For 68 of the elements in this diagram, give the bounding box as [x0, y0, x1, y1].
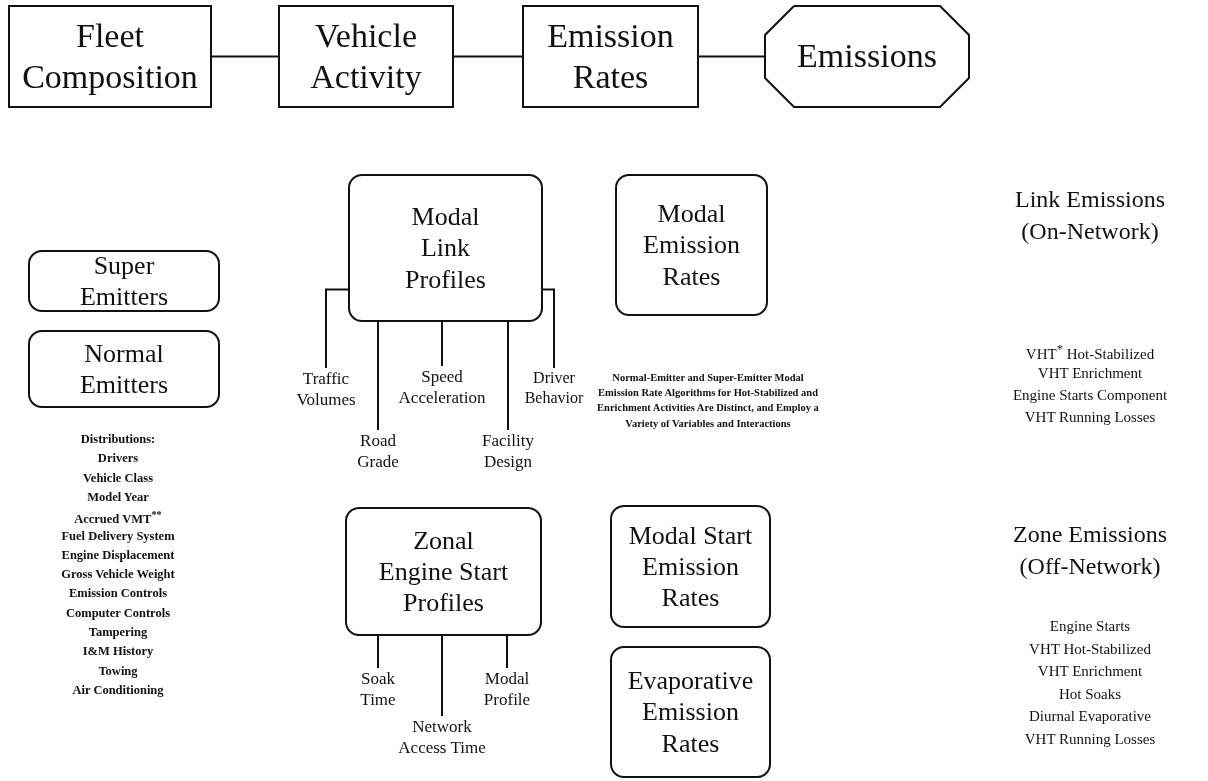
rounded-box: [345, 507, 542, 636]
section-heading: Link Emissions (On-Network): [1014, 185, 1166, 247]
list-item: Gross Vehicle Weight: [61, 567, 175, 583]
process-box: [278, 5, 454, 108]
box-text: Modal Link Profiles: [404, 201, 487, 295]
list-item: Air Conditioning: [72, 682, 164, 698]
list-item: Towing: [98, 663, 138, 679]
connector-line: [441, 635, 443, 717]
rounded-box: [610, 505, 771, 628]
list-item: Engine Starts Component: [1012, 386, 1168, 404]
list-item: Model Year: [87, 489, 149, 505]
factor-label: Network Access Time: [397, 716, 487, 759]
process-box: [522, 5, 699, 108]
factor-label: Speed Acceleration: [397, 366, 487, 409]
list-item: VHT Hot-Stabilized: [1029, 639, 1151, 658]
box-text: Modal Emission Rates: [642, 198, 741, 292]
factor-label: Facility Design: [481, 430, 535, 473]
factor-label: Road Grade: [356, 430, 400, 473]
connector-line: [453, 55, 523, 58]
rounded-box: [28, 330, 220, 408]
connector-line: [441, 321, 443, 367]
list-item: Diurnal Evaporative: [1029, 707, 1151, 725]
box-text: Normal Emitters: [78, 337, 170, 401]
note-text: Normal-Emitter and Super-Emitter Modal Emission Rate Algorithms for Hot-Stabilized and Enrichment Activities Are Distinct, and Employ a Variety of Variables and Interactions: [596, 371, 820, 431]
list-item: Fuel Delivery System: [61, 528, 175, 544]
list-item: Tampering: [88, 625, 148, 640]
box-text: Emissions: [797, 36, 937, 77]
connector-line: [377, 635, 379, 669]
factor-label: Modal Profile: [482, 668, 532, 711]
list-item: Hot Soaks: [1058, 684, 1122, 703]
list-item: Engine Starts: [1049, 617, 1131, 635]
box-text: Super Emitters: [78, 249, 170, 313]
factor-label: Traffic Volumes: [295, 368, 357, 411]
rounded-box: [615, 174, 768, 316]
rounded-box: [348, 174, 543, 322]
box-text: Fleet Composition: [21, 15, 199, 97]
list-item: Computer Controls: [65, 605, 171, 621]
list-item: I&M History: [82, 644, 154, 660]
list-item: VHT Running Losses: [1024, 408, 1156, 426]
section-heading: Zone Emissions (Off-Network): [1012, 520, 1168, 582]
connector-line: [698, 55, 765, 58]
connector-line: [325, 288, 349, 369]
process-box: [8, 5, 212, 108]
list-item: Emission Controls: [68, 586, 168, 602]
list-item: VHT Enrichment: [1037, 364, 1143, 382]
list-item: VHT$^{*}$ Hot-Stabilized: [1025, 342, 1155, 363]
connector-line: [542, 288, 555, 369]
box-text: Evaporative Emission Rates: [626, 665, 755, 759]
box-text: Emission Rates: [546, 15, 675, 97]
box-text: Zonal Engine Start Profiles: [377, 524, 510, 619]
box-text: Vehicle Activity: [309, 15, 423, 97]
list-item: Accrued VMT$^{**}$: [74, 509, 162, 528]
factor-label: Driver Behavior: [523, 368, 585, 408]
connector-line: [506, 635, 508, 669]
list-item: Vehicle Class: [83, 470, 153, 486]
rounded-box: [610, 646, 771, 778]
list-item: Engine Displacement: [61, 547, 175, 563]
connector-line: [377, 321, 379, 431]
connector-line: [507, 321, 509, 431]
box-text: Modal Start Emission Rates: [627, 519, 754, 614]
connector-line: [211, 55, 279, 58]
list-item: VHT Running Losses: [1024, 729, 1156, 748]
list-item: Distributions:: [80, 432, 156, 447]
octagon-box: [764, 5, 970, 108]
list-item: VHT Enrichment: [1037, 662, 1143, 680]
factor-label: Soak Time: [359, 668, 397, 711]
list-item: Drivers: [97, 451, 139, 467]
rounded-box: [28, 250, 220, 312]
